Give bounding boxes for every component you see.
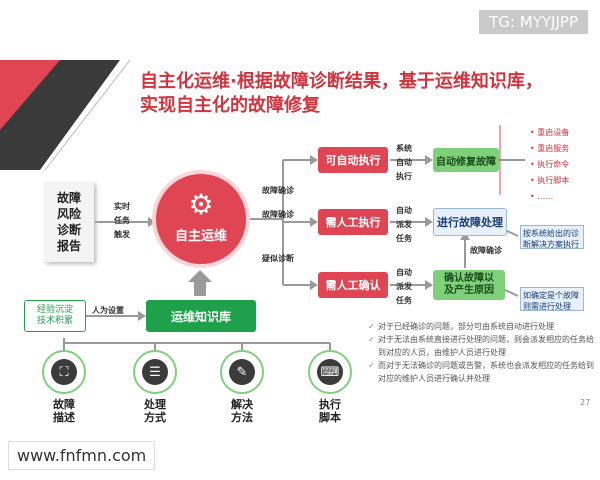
bullet-item: 而对于无法确诊的问题或告警，系统也会派发相应的任务给到对应的维护人员进行确认并处… [368,359,598,385]
label-line: 派发 [396,282,412,291]
note-confirm: 如确定是个故障则需进行处理 [520,287,584,311]
page-title: 自主化运维·根据故障诊断结果，基于运维知识库， 实现自主化的故障修复 [140,70,580,118]
report-line: 故障 [56,191,81,205]
watermark-bottom: www.fnfmn.com [8,441,156,470]
fault-confirmed-label: 故障确诊 [470,246,502,255]
label-line: 确认故障以 [444,273,494,284]
bottom-item-fault-desc: ⛶ 故障描述 [42,350,86,424]
report-line: 风险 [56,207,81,221]
branch-label-bottom: 疑似诊断 [262,254,294,263]
branch-label-mid: 故障确诊 [262,210,294,219]
label-line: 派发 [396,220,412,229]
label-line: 处理 [144,398,166,411]
handling-circle: ☰ [133,350,177,394]
solution-circle: ✎ [220,350,264,394]
bottom-item-handling: ☰ 处理方式 [133,350,177,424]
report-line: 报告 [56,239,81,253]
note-handle: 按系统给出的诊断解决方案执行 [520,225,584,249]
bullet-item: 对于已经确诊的问题，部分可由系统自动进行处理 [368,320,598,333]
list-item-label: 执行命令 [537,160,570,169]
corner-decoration [0,60,131,170]
auto-exec-box: 可自动执行 [318,147,388,173]
fault-desc-circle: ⛶ [42,350,86,394]
solution-label: 解决方法 [220,398,264,424]
report-line: 诊断 [56,223,81,237]
label-line: 自动 [396,158,412,167]
label-line: 执行 [396,172,412,181]
label-line: 任务 [396,234,412,243]
label-line: 技术积累 [36,316,73,326]
trigger-line: 触发 [114,230,130,239]
list-item: • …… [530,192,554,201]
label-line: 脚本 [319,411,341,424]
fault-desc-icon: ⛶ [51,359,77,385]
document-icon: ☰ [142,359,168,385]
handle-fault-box: 进行故障处理 [433,208,507,236]
manual-exec-box: 需人工执行 [318,209,388,235]
list-item-label: 重启设备 [537,128,570,137]
confirm-fault-box: 确认故障以 及产生原因 [433,270,505,300]
autonomous-ops-hub: ⚙ 自主运维 [152,170,250,268]
label-line: 故障 [53,398,75,411]
script-circle: ⌨ [308,350,352,394]
wrench-icon: ✎ [229,359,255,385]
system-auto-exec-label: 系统 自动 执行 [396,142,412,184]
auto-action-list: • 重启设备 • 重启服务 • 执行命令 • 执行脚本 • …… [530,125,569,205]
realtime-trigger-label: 实时 任务 触发 [104,200,140,242]
fault-risk-diagnosis-report: 故障 风险 诊断 报告 [44,182,94,262]
auto-repair-box: 自动修复故障 [433,148,499,172]
list-item: • 执行命令 [530,160,570,169]
title-line-1: 自主化运维·根据故障诊断结果，基于运维知识库， [140,71,543,92]
list-item-label: …… [537,192,554,201]
title-line-2: 实现自主化的故障修复 [140,95,320,116]
explanation-bullets: 对于已经确诊的问题，部分可由系统自动进行处理 对于无法由系统直接进行处理的问题，… [368,320,598,385]
trigger-line: 任务 [114,216,130,225]
bottom-item-script: ⌨ 执行脚本 [308,350,352,424]
gear-wrench-icon: ⚙ [188,188,214,221]
auto-dispatch-label-1: 自动 派发 任务 [396,204,412,246]
script-label: 执行脚本 [308,398,352,424]
fault-desc-label: 故障描述 [42,398,86,424]
branch-label-top: 故障确诊 [262,186,294,195]
page-number: 27 [580,398,591,407]
auto-dispatch-label-2: 自动 派发 任务 [396,266,412,308]
label-line: 任务 [396,296,412,305]
manual-setting-label: 人为设置 [92,306,124,315]
knowledge-base-box: 运维知识库 [146,300,256,332]
list-item: • 重启服务 [530,144,570,153]
watermark-top: TG: MYYJJPP [479,10,588,34]
label-line: 方法 [231,411,253,424]
code-icon: ⌨ [317,359,343,385]
list-item: • 执行脚本 [530,176,570,185]
label-line: 自动 [396,206,412,215]
hub-label: 自主运维 [174,229,227,244]
manual-confirm-box: 需人工确认 [318,272,388,298]
handling-label: 处理方式 [133,398,177,424]
label-line: 自动 [396,268,412,277]
trigger-line: 实时 [114,202,130,211]
label-line: 解决 [231,398,253,411]
label-line: 方式 [144,411,166,424]
label-line: 系统 [396,144,412,153]
experience-box: 经验沉淀 技术积累 [24,300,86,332]
label-line: 描述 [53,411,75,424]
list-item-label: 执行脚本 [537,176,570,185]
bottom-item-solution: ✎ 解决方法 [220,350,264,424]
bullet-item: 对于无法由系统直接进行处理的问题，则会派发相应的任务给到对应的人员，由维护人员进… [368,333,598,359]
list-item-label: 重启服务 [537,144,570,153]
label-line: 执行 [319,398,341,411]
list-item: • 重启设备 [530,128,570,137]
label-line: 经验沉淀 [36,305,73,315]
label-line: 及产生原因 [444,285,494,296]
